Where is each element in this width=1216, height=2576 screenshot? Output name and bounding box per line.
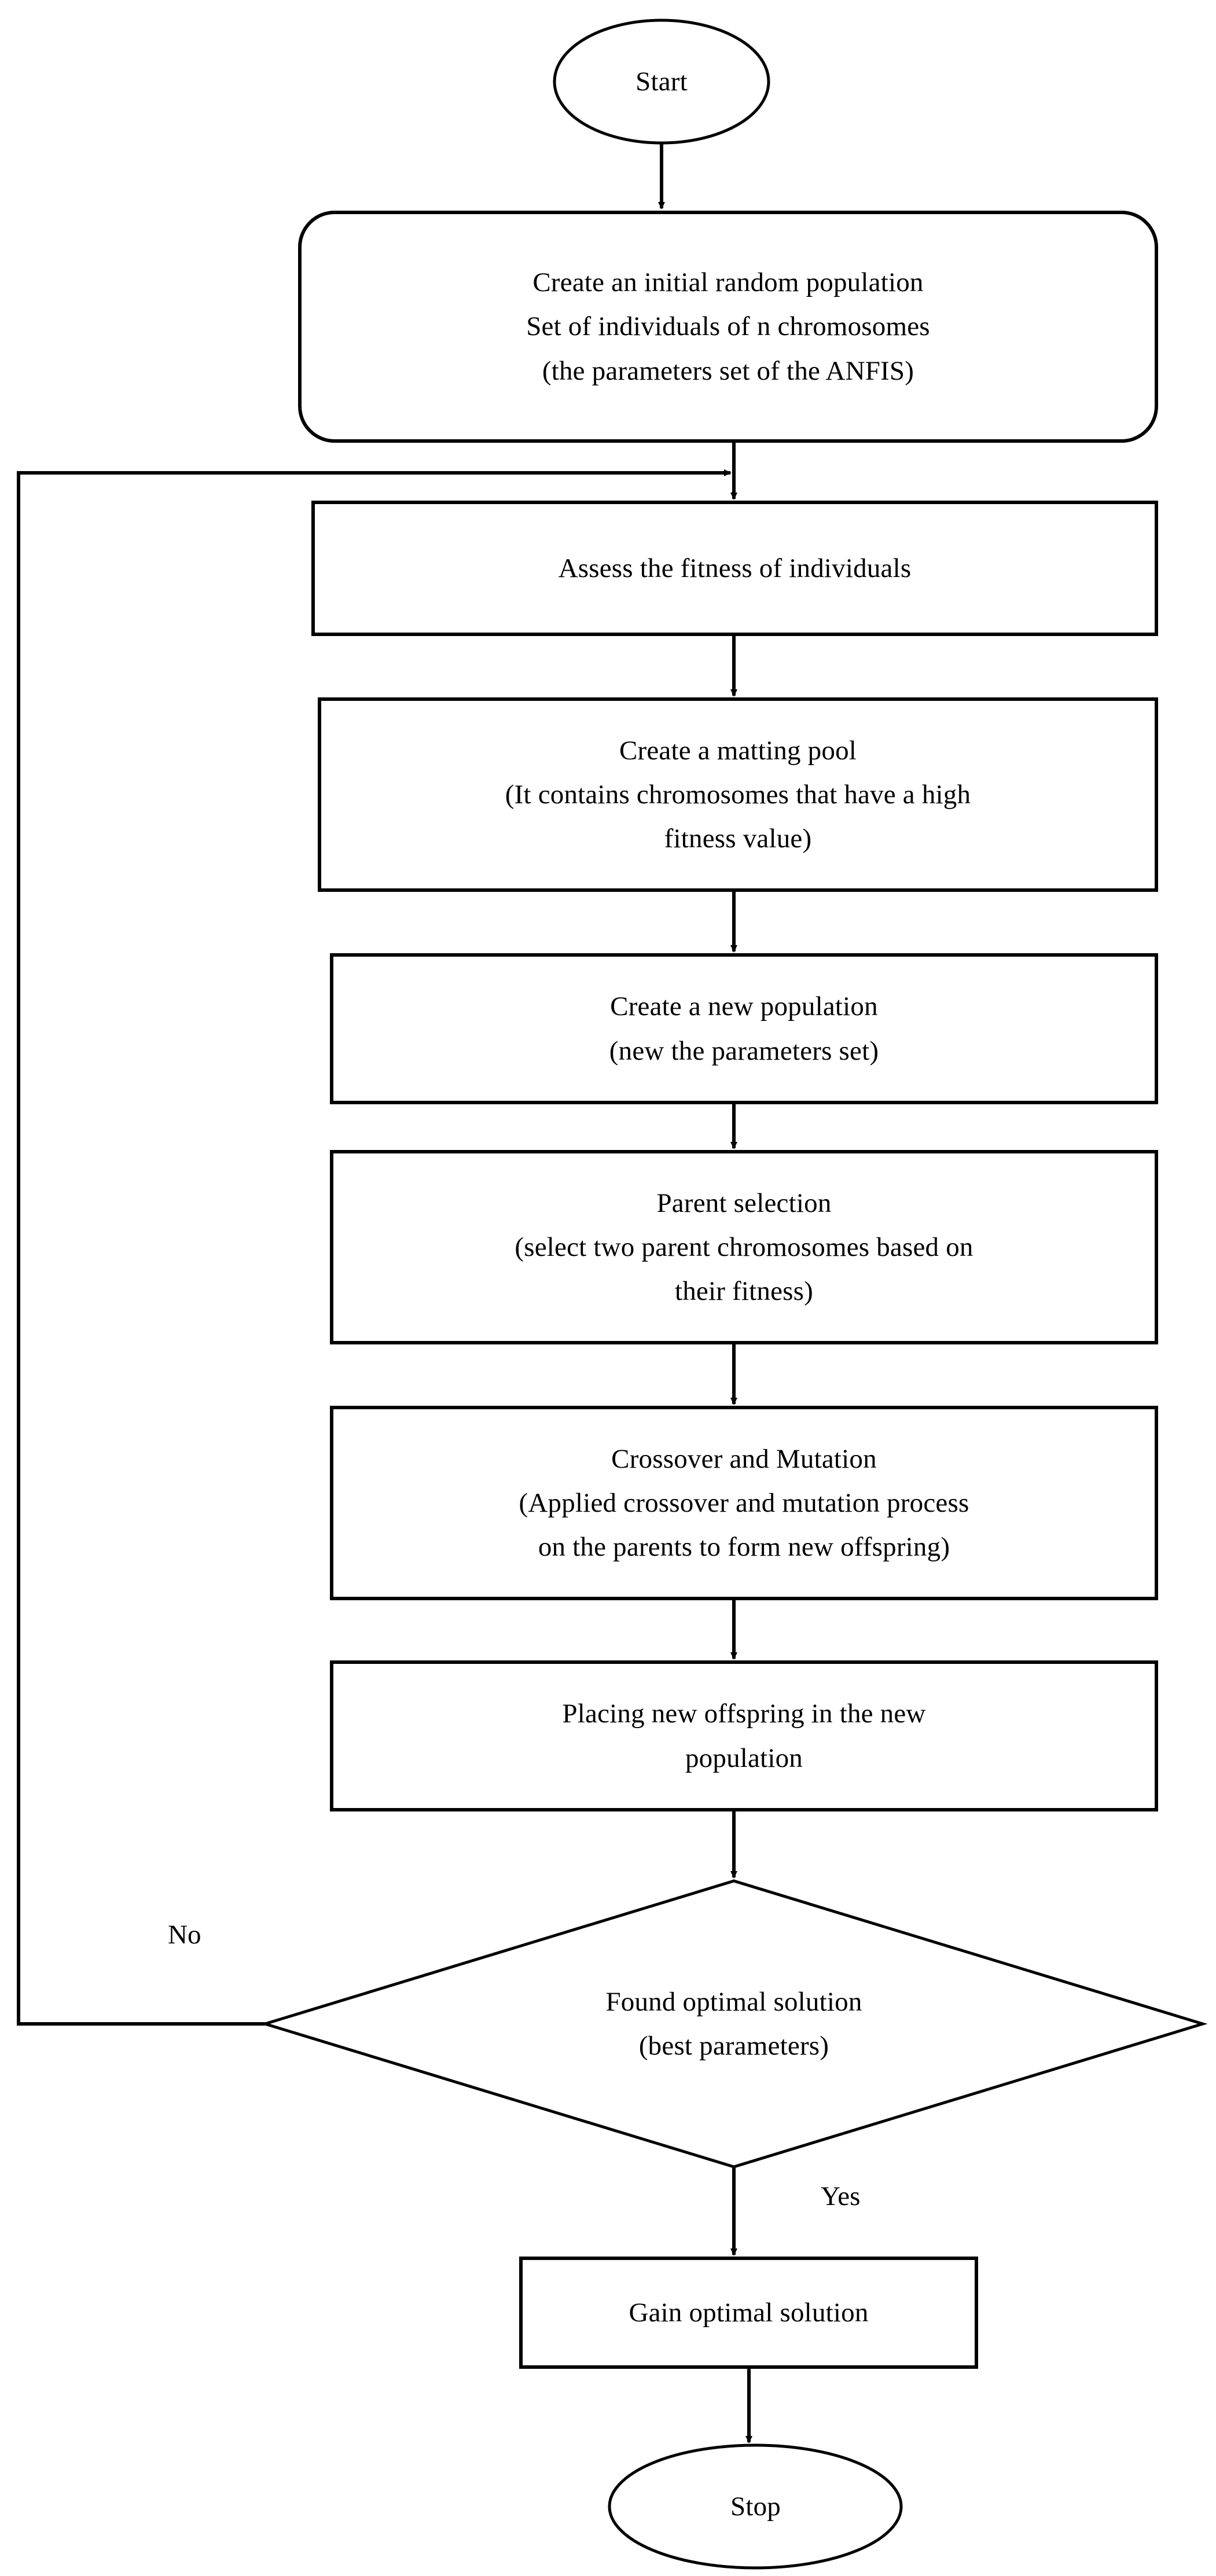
node-stop-shape [608, 2443, 903, 2570]
edge-decision-no-feedback [17, 469, 732, 2026]
node-place-offspring-shape [330, 1660, 1158, 1811]
node-matting-pool-shape [318, 697, 1158, 892]
node-start-shape [553, 19, 770, 145]
node-assess-fitness-shape [311, 501, 1158, 636]
node-parent-selection-shape [330, 1150, 1158, 1344]
node-found-optimal-shape [260, 1879, 1208, 2169]
node-crossover-mutation-shape [330, 1406, 1158, 1600]
node-init-population-shape [298, 211, 1158, 443]
edge-label-yes: Yes [821, 2181, 861, 2211]
edge-label-no: No [168, 1920, 201, 1950]
node-gain-optimal-shape [519, 2257, 978, 2369]
node-new-population-shape [330, 953, 1158, 1104]
